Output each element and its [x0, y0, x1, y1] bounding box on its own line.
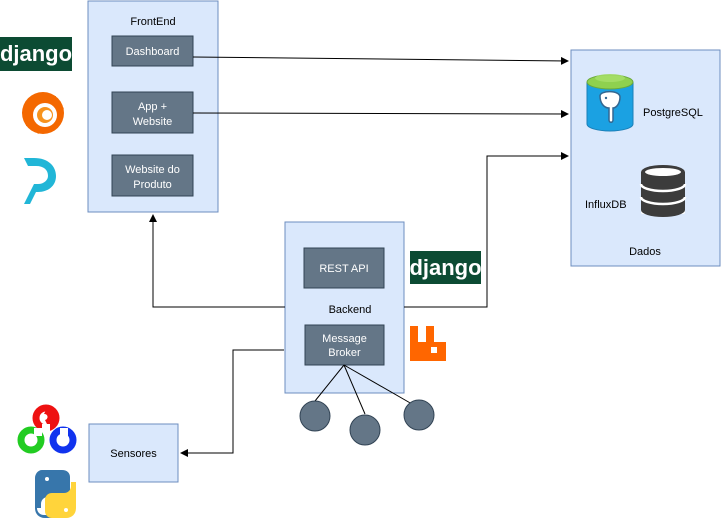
sensores-label: Sensores [110, 448, 157, 460]
rabbitmq-logo [410, 326, 446, 361]
pipedream-logo [24, 158, 56, 204]
website-produto-node[interactable]: Website do Produto [111, 154, 194, 197]
app-to-dados-arrow [192, 109, 569, 118]
django-logo: django [0, 37, 72, 71]
rest-api-label: REST API [319, 263, 368, 275]
python-logo [35, 470, 76, 518]
connectors [149, 56, 569, 457]
dashboard-label: Dashboard [126, 46, 180, 58]
message-broker-label-line2: Broker [328, 347, 361, 359]
app-website-label-line1: App + [138, 101, 167, 113]
backend-panel: REST API Backend Message Broker [284, 221, 405, 394]
message-broker-label-line1: Message [322, 333, 367, 345]
app-website-label-line2: Website [133, 116, 173, 128]
worker-node-3[interactable] [403, 399, 435, 431]
rest-api-node[interactable]: REST API [303, 247, 385, 289]
dashboard-node[interactable]: Dashboard [111, 35, 194, 67]
influxdb-icon [639, 165, 687, 217]
svg-text:django: django [409, 255, 481, 280]
grafana-logo [22, 92, 64, 134]
svg-text:django: django [0, 41, 72, 66]
backend-to-dados-arrow [404, 152, 569, 308]
app-website-node[interactable]: App + Website [111, 91, 194, 134]
broker-to-sensores-arrow [180, 349, 284, 457]
opencv-logo [17, 404, 77, 454]
frontend-title: FrontEnd [130, 16, 175, 28]
django-backend-logo: django [409, 251, 482, 284]
website-produto-label-line1: Website do [125, 164, 180, 176]
backend-title: Backend [329, 304, 372, 316]
frontend-panel: FrontEnd Dashboard App + Website Website… [87, 0, 219, 213]
dashboard-to-dados-arrow [192, 56, 569, 65]
influxdb-label: InfluxDB [585, 199, 627, 211]
website-produto-label-line2: Produto [133, 179, 172, 191]
dados-panel: PostgreSQL InfluxDB Dados [570, 49, 721, 267]
sensores-box[interactable]: Sensores [88, 423, 179, 483]
postgresql-icon [586, 74, 634, 132]
worker-node-1[interactable] [299, 400, 331, 432]
broker-workers [299, 364, 435, 446]
postgresql-label: PostgreSQL [643, 107, 703, 119]
backend-to-frontend-arrow [149, 214, 285, 308]
message-broker-node[interactable]: Message Broker [304, 324, 385, 366]
dados-title: Dados [629, 246, 661, 258]
worker-node-2[interactable] [349, 414, 381, 446]
